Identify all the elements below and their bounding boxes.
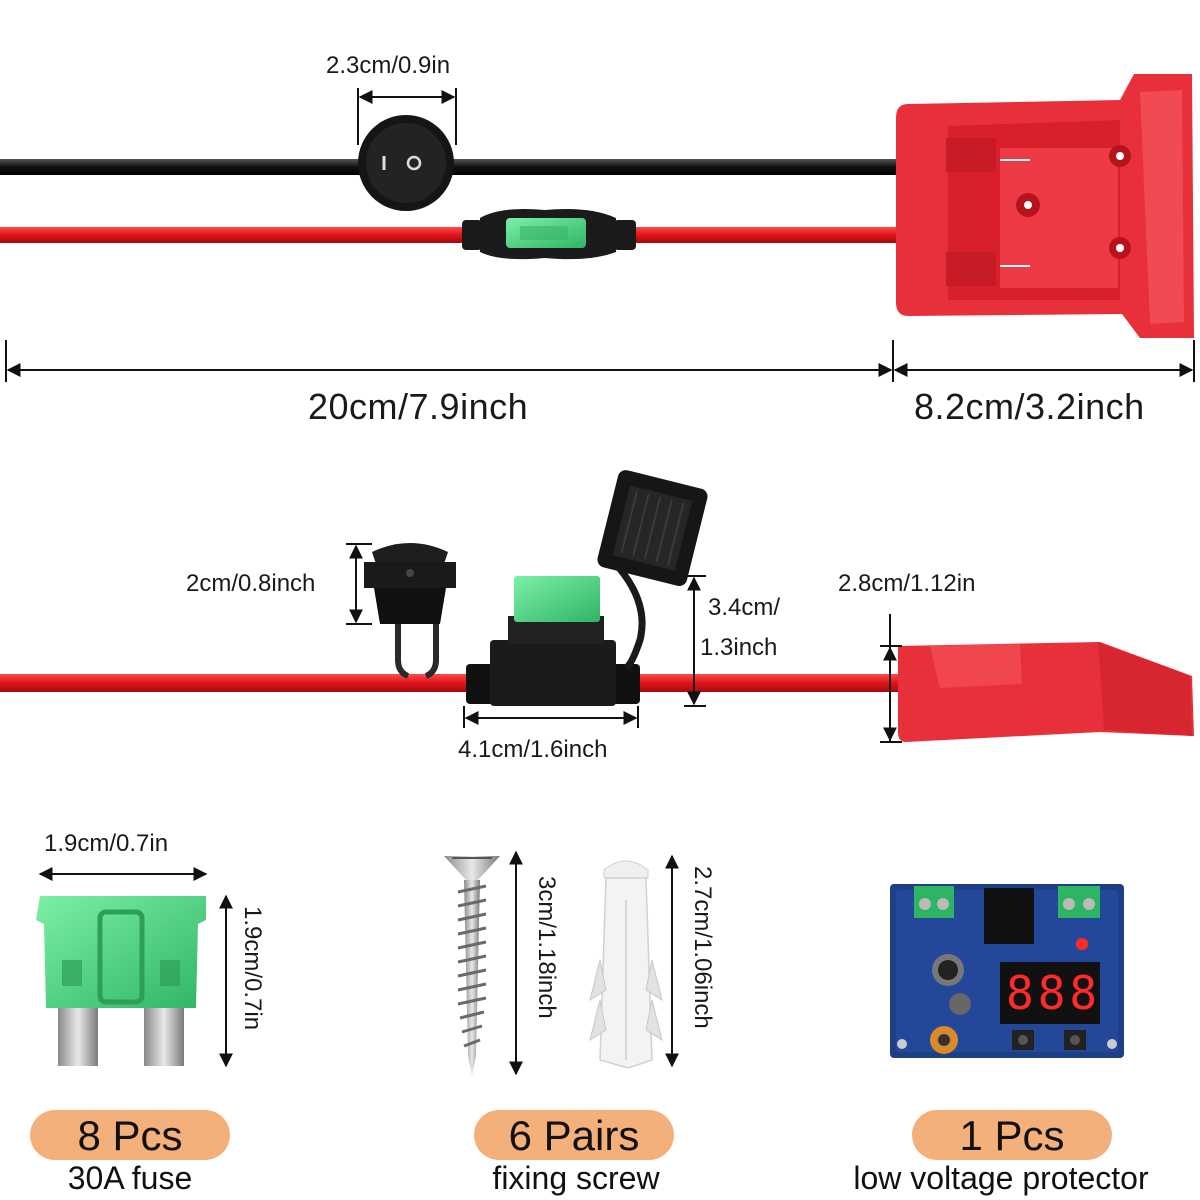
adapter-height-dimension <box>880 614 902 743</box>
screw-count-badge: 6 Pairs <box>474 1110 674 1160</box>
module-digit-display: 888 <box>1006 966 1102 1020</box>
adapter-height-label: 2.8cm/1.12in <box>838 570 976 597</box>
red-wire-middle <box>0 674 900 692</box>
fuse-holder-height-label-2: 1.3inch <box>700 634 778 661</box>
protector-caption: low voltage protector <box>853 1160 1149 1196</box>
red-wire-top <box>0 227 900 243</box>
fuse-width-label: 1.9cm/0.7in <box>44 830 169 857</box>
switch-width-label: 2.3cm/0.9in <box>326 52 451 79</box>
fuse-holder-width-label: 4.1cm/1.6inch <box>458 736 608 763</box>
switch-height-label: 2cm/0.8inch <box>186 570 316 597</box>
anchor-length-label: 2.7cm/1.06inch <box>689 866 716 1029</box>
switch-width-dimension <box>357 88 457 145</box>
adapter-length-label: 8.2cm/3.2inch <box>914 386 1145 427</box>
switch-height-dimension <box>346 543 372 625</box>
fuse-caption: 30A fuse <box>67 1160 193 1196</box>
protector-count-badge: 1 Pcs <box>912 1110 1112 1160</box>
battery-adapter-top <box>896 74 1194 338</box>
rocker-switch-side <box>364 543 456 679</box>
fuse-dimension-lines <box>38 867 233 1068</box>
length-dimension-line <box>5 340 1195 382</box>
wall-anchor <box>589 860 663 1069</box>
cable-length-label: 20cm/7.9inch <box>308 386 529 427</box>
battery-adapter-side <box>898 642 1194 742</box>
fuse-holder-height-dimension <box>684 575 706 707</box>
fuse-holder-side <box>466 470 708 706</box>
round-rocker-switch <box>358 115 454 211</box>
screw-caption: fixing screw <box>492 1160 660 1196</box>
screw-length-label: 3cm/1.18inch <box>533 876 560 1019</box>
blade-fuse <box>36 896 206 1066</box>
inline-fuse-holder-top <box>462 209 636 260</box>
fuse-holder-width-dimension <box>463 706 639 728</box>
low-voltage-protector-board <box>890 884 1124 1058</box>
fuse-height-label: 1.9cm/0.7in <box>239 906 266 1031</box>
fuse-count-badge: 8 Pcs <box>30 1110 230 1160</box>
wood-screw <box>444 856 500 1076</box>
fuse-holder-height-label-1: 3.4cm/ <box>708 594 781 621</box>
